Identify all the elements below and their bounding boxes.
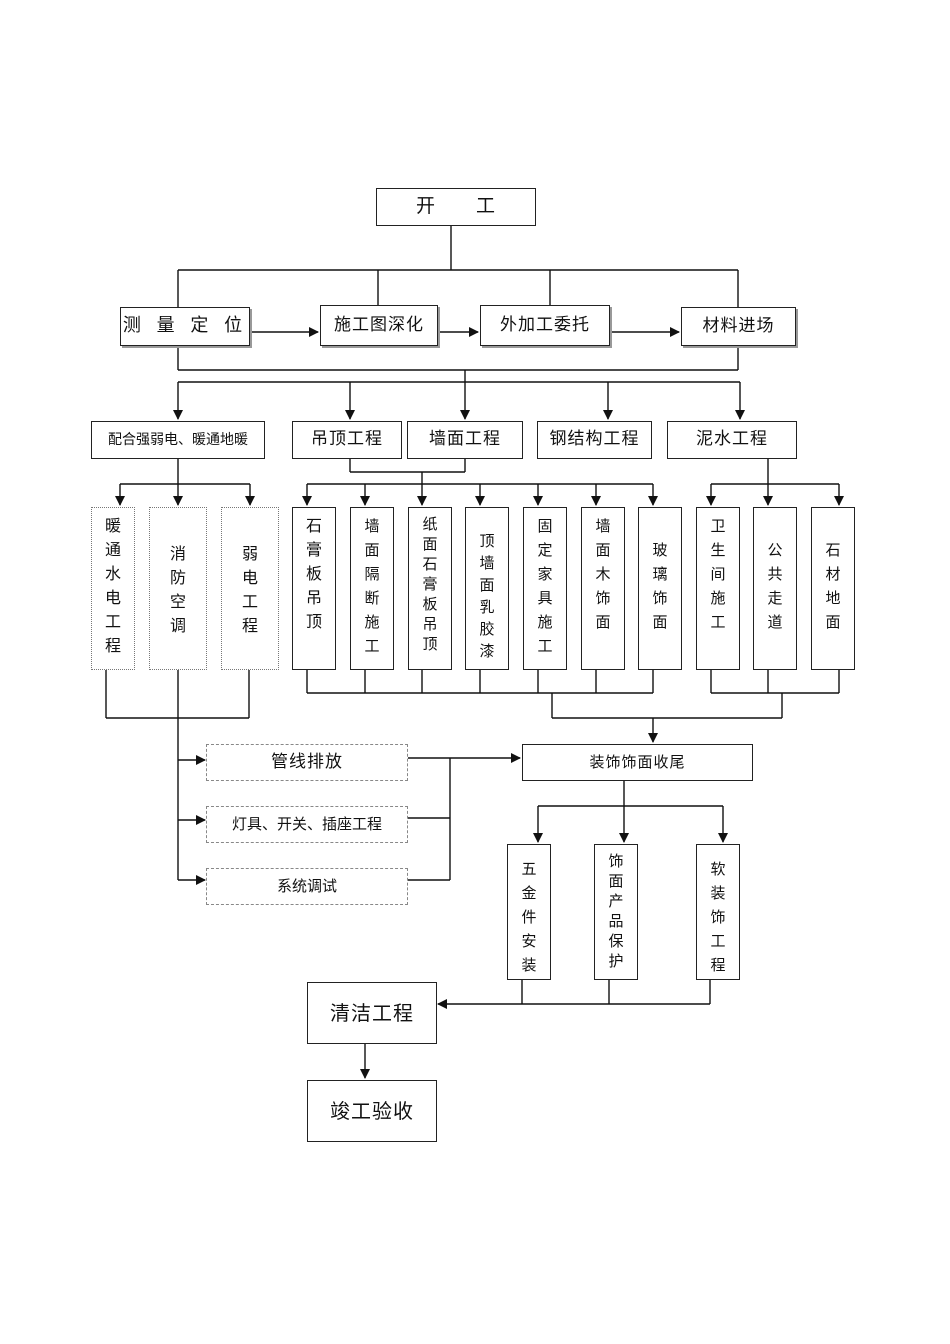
latex-paint-node: 顶墙面乳胶漆 xyxy=(465,507,509,670)
surface-protection-node: 饰面产品保护 xyxy=(594,844,638,980)
stone-floor-node: 石材地面 xyxy=(811,507,855,670)
start-node: 开 工 xyxy=(376,188,536,226)
materials-arrival-node: 材料进场 xyxy=(681,307,796,346)
low-voltage-node: 弱电工程 xyxy=(221,507,279,670)
corridor-node: 公共走道 xyxy=(753,507,797,670)
fire-aircon-label: 消防空调 xyxy=(169,544,186,635)
ceiling-works-node: 吊顶工程 xyxy=(292,421,402,459)
glass-finish-label: 玻璃饰面 xyxy=(652,541,668,631)
low-voltage-label: 弱电工程 xyxy=(241,544,258,635)
fixed-furniture-node: 固定家具施工 xyxy=(523,507,567,670)
soft-decoration-node: 软装饰工程 xyxy=(696,844,740,980)
cleaning-node: 清洁工程 xyxy=(307,982,437,1044)
surface-protection-label: 饰面产品保护 xyxy=(608,852,624,970)
outsourcing-node: 外加工委托 xyxy=(480,305,610,346)
gypsum-ceiling-node: 石膏板吊顶 xyxy=(292,507,336,670)
glass-finish-node: 玻璃饰面 xyxy=(638,507,682,670)
wood-veneer-node: 墙面木饰面 xyxy=(581,507,625,670)
system-debug-node: 系统调试 xyxy=(206,868,408,905)
paper-gypsum-ceiling-node: 纸面石膏板吊顶 xyxy=(408,507,452,670)
completion-node: 竣工验收 xyxy=(307,1080,437,1142)
hvac-plumbing-node: 暖通水电工程 xyxy=(91,507,135,670)
paper-gypsum-ceiling-label: 纸面石膏板吊顶 xyxy=(422,515,438,653)
pipeline-layout-node: 管线排放 xyxy=(206,744,408,781)
fixed-furniture-label: 固定家具施工 xyxy=(537,517,553,655)
latex-paint-label: 顶墙面乳胶漆 xyxy=(479,532,495,660)
wall-partition-label: 墙面隔断施工 xyxy=(364,517,380,655)
soft-decoration-label: 软装饰工程 xyxy=(710,860,726,974)
finishing-node: 装饰饰面收尾 xyxy=(522,744,753,781)
hvac-plumbing-label: 暖通水电工程 xyxy=(104,516,121,655)
wall-partition-node: 墙面隔断施工 xyxy=(350,507,394,670)
bathroom-label: 卫生间施工 xyxy=(710,517,726,631)
lighting-switch-socket-node: 灯具、开关、插座工程 xyxy=(206,806,408,843)
hardware-install-node: 五金件安装 xyxy=(507,844,551,980)
hardware-install-label: 五金件安装 xyxy=(521,860,537,974)
drawing-deepening-node: 施工图深化 xyxy=(320,305,438,346)
stone-floor-label: 石材地面 xyxy=(825,541,841,631)
wall-works-node: 墙面工程 xyxy=(407,421,523,459)
steel-structure-node: 钢结构工程 xyxy=(537,421,652,459)
bathroom-node: 卫生间施工 xyxy=(696,507,740,670)
survey-positioning-node: 测 量 定 位 xyxy=(120,307,250,346)
mep-coordination-node: 配合强弱电、暖通地暖 xyxy=(91,421,265,459)
gypsum-ceiling-label: 石膏板吊顶 xyxy=(305,516,322,631)
fire-aircon-node: 消防空调 xyxy=(149,507,207,670)
masonry-works-node: 泥水工程 xyxy=(667,421,797,459)
corridor-label: 公共走道 xyxy=(767,541,783,631)
wood-veneer-label: 墙面木饰面 xyxy=(595,517,611,631)
